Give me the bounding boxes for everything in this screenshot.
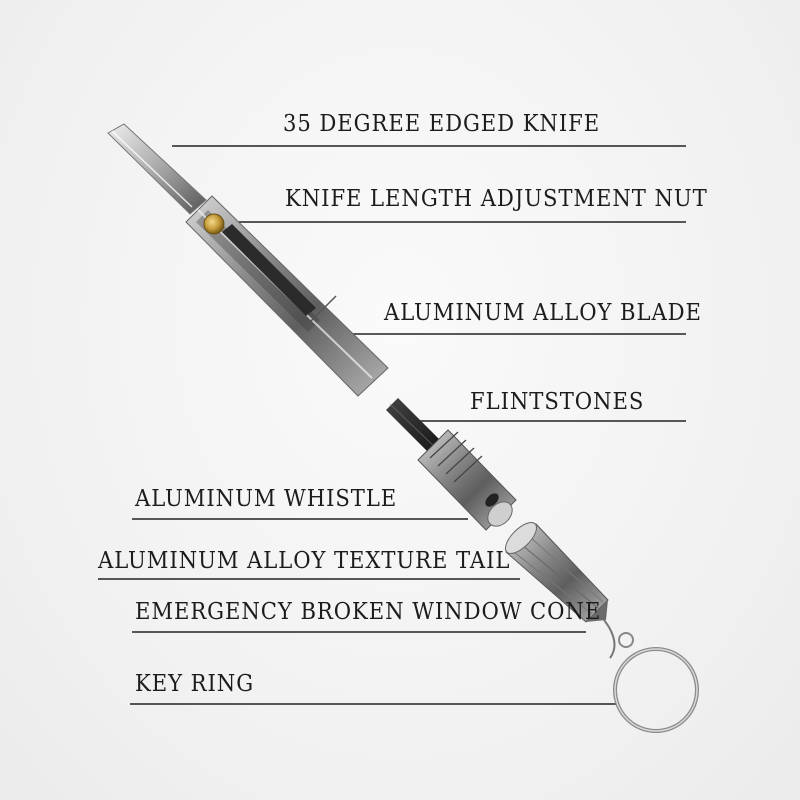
label-whistle: ALUMINUM WHISTLE <box>135 486 398 512</box>
label-texture-tail: ALUMINUM ALLOY TEXTURE TAIL <box>98 548 511 574</box>
label-window-cone: EMERGENCY BROKEN WINDOW CONE <box>135 599 602 625</box>
label-blade: ALUMINUM ALLOY BLADE <box>384 300 702 326</box>
knife-handle-body <box>185 195 389 397</box>
label-adjustment-nut: KNIFE LENGTH ADJUSTMENT NUT <box>285 186 708 212</box>
label-flintstones: FLINTSTONES <box>470 389 645 415</box>
adjustment-nut-icon <box>203 213 225 235</box>
leader-lines <box>98 145 686 705</box>
whistle-section <box>417 429 517 531</box>
textured-tail <box>504 521 609 623</box>
label-key-ring: KEY RING <box>135 671 255 697</box>
key-ring-link-icon <box>618 632 634 648</box>
label-knife: 35 DEGREE EDGED KNIFE <box>283 111 601 137</box>
knife-blade <box>107 123 207 215</box>
key-ring <box>603 619 699 733</box>
window-breaker-cone-icon <box>586 600 608 622</box>
flint-rod <box>386 398 446 458</box>
